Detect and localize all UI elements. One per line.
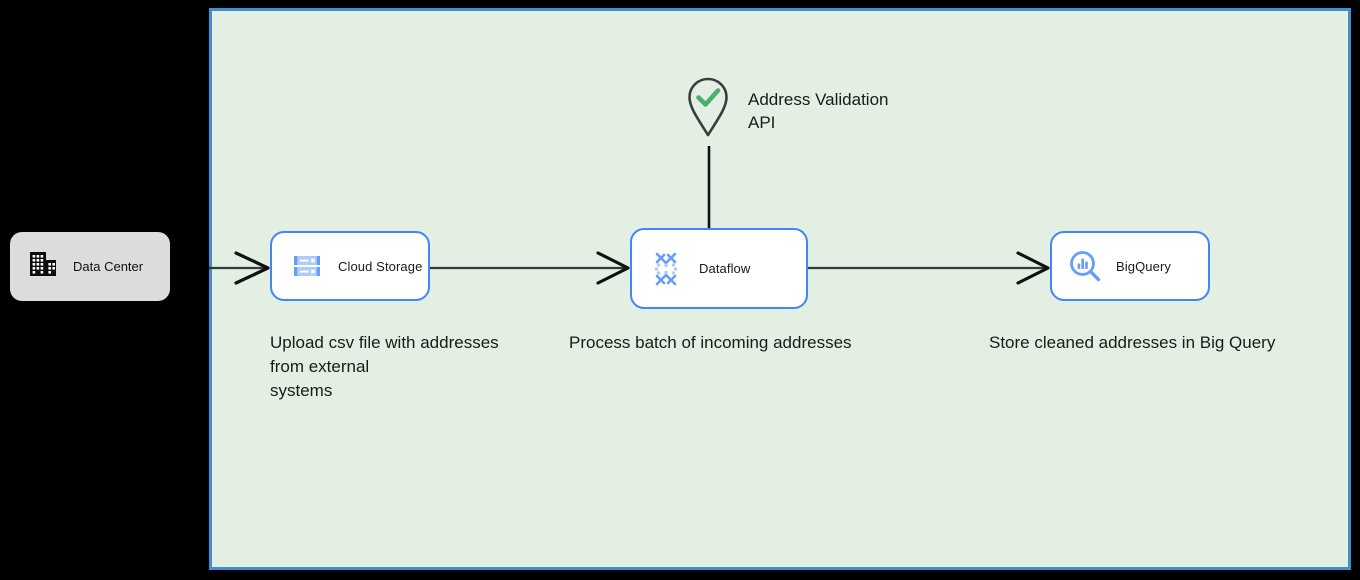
map-pin-check-icon [686, 76, 730, 143]
bigquery-icon [1068, 249, 1102, 283]
caption-upload: Upload csv file with addresses from exte… [270, 333, 499, 400]
cloud-storage-icon [291, 250, 323, 282]
node-bigquery[interactable]: BigQuery [1050, 231, 1210, 301]
node-label-cloud-storage: Cloud Storage [338, 258, 423, 274]
node-data-center[interactable]: Data Center [10, 232, 170, 301]
node-label-address-validation-api: Address Validation API [748, 90, 889, 132]
node-address-validation-api[interactable]: Address Validation API [686, 76, 889, 143]
dataflow-icon [649, 251, 683, 287]
caption-process: Process batch of incoming addresses [569, 333, 852, 352]
node-label-bigquery: BigQuery [1116, 258, 1171, 274]
node-dataflow[interactable]: Dataflow [630, 228, 808, 309]
node-label-dataflow: Dataflow [699, 261, 751, 276]
caption-store: Store cleaned addresses in Big Query [989, 333, 1276, 352]
data-center-icon [28, 249, 58, 284]
node-label-data-center: Data Center [73, 259, 144, 274]
node-cloud-storage[interactable]: Cloud Storage [270, 231, 430, 301]
